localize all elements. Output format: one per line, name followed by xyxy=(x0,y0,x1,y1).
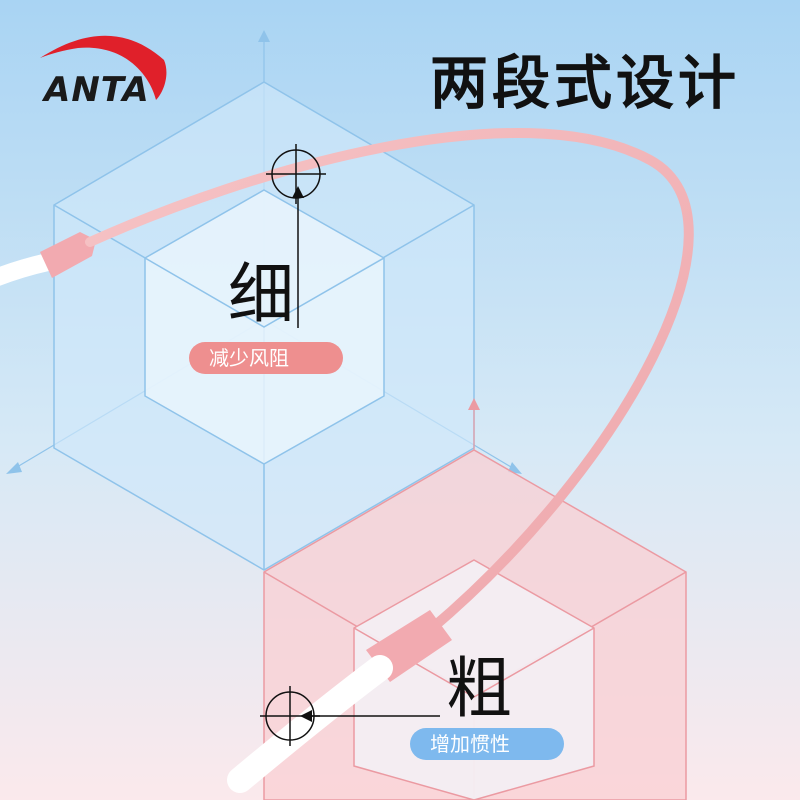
brand-logo-text: ANTA xyxy=(44,70,150,110)
thin-section-label: 减少风阻 xyxy=(189,342,343,374)
brand-logo-swoosh xyxy=(40,35,167,100)
callout-thin-arrow xyxy=(292,186,304,198)
rope-white-left xyxy=(0,253,57,286)
callout-thick xyxy=(260,686,440,746)
callout-thin xyxy=(266,144,326,328)
thin-section-char: 细 xyxy=(228,256,294,333)
blue-cube-inner xyxy=(144,189,385,465)
callout-thick-arrow xyxy=(300,710,312,722)
thick-section-char: 粗 xyxy=(446,650,512,727)
thick-section-label: 增加惯性 xyxy=(410,728,564,760)
pink-axis-arrow xyxy=(468,398,480,410)
rope-connector-left xyxy=(40,232,96,278)
axis-arrow-up xyxy=(258,30,270,42)
page-title: 两段式设计 xyxy=(430,49,741,117)
axis-arrow-left xyxy=(6,462,22,474)
